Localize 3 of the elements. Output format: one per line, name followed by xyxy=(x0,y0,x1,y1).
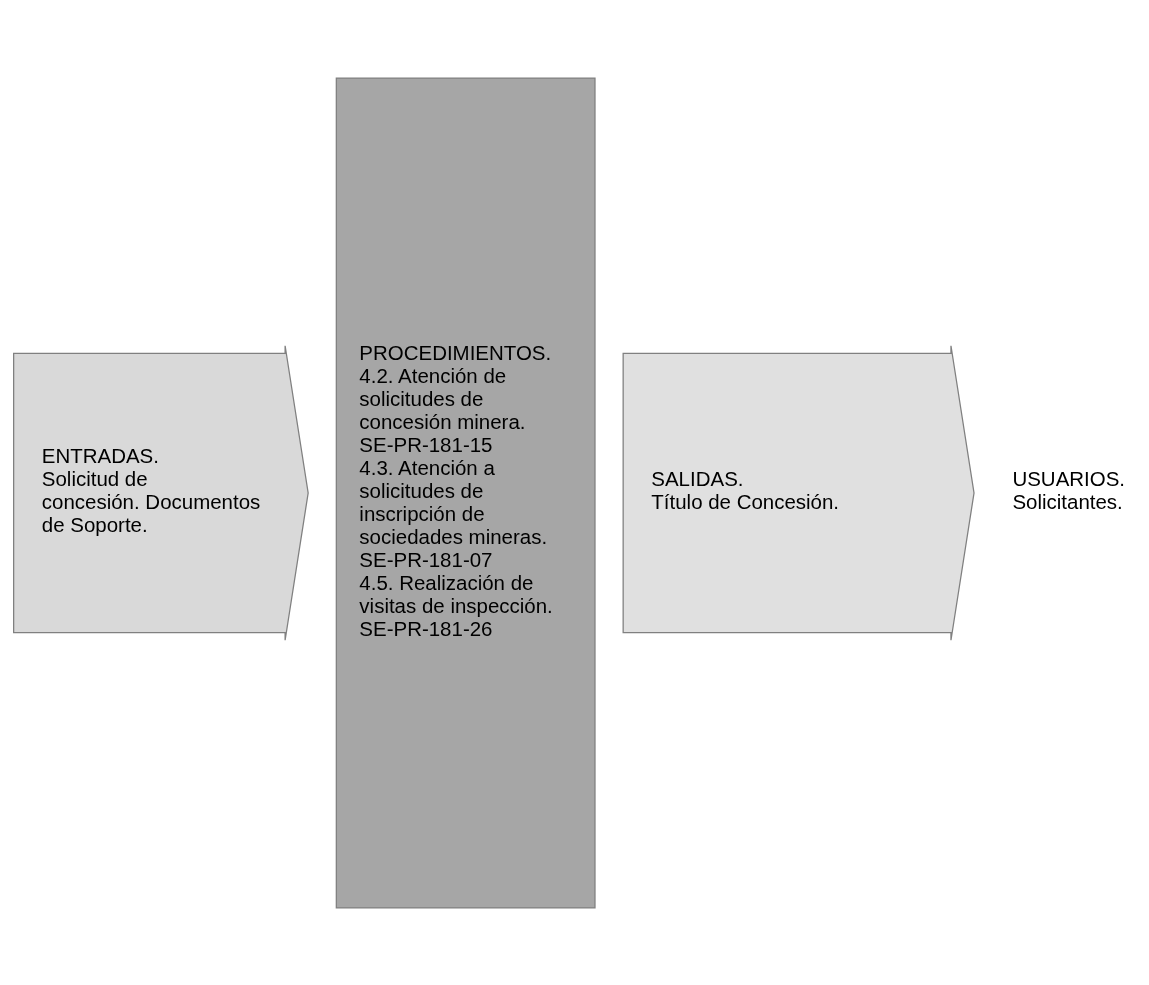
node-box: PROCEDIMIENTOS. 4.2. Atención de solicitudes de concesión minera. SE-PR-181-15 4.3. Atención a solicitudes de inscripción de sociedades mineras. SE-PR-181-07 4.5. Realización de visitas de inspección. SE-PR-181-26 xyxy=(335,77,596,908)
label: Solicitantes. xyxy=(1012,489,1123,513)
label: USUARIOS. xyxy=(1012,466,1126,490)
